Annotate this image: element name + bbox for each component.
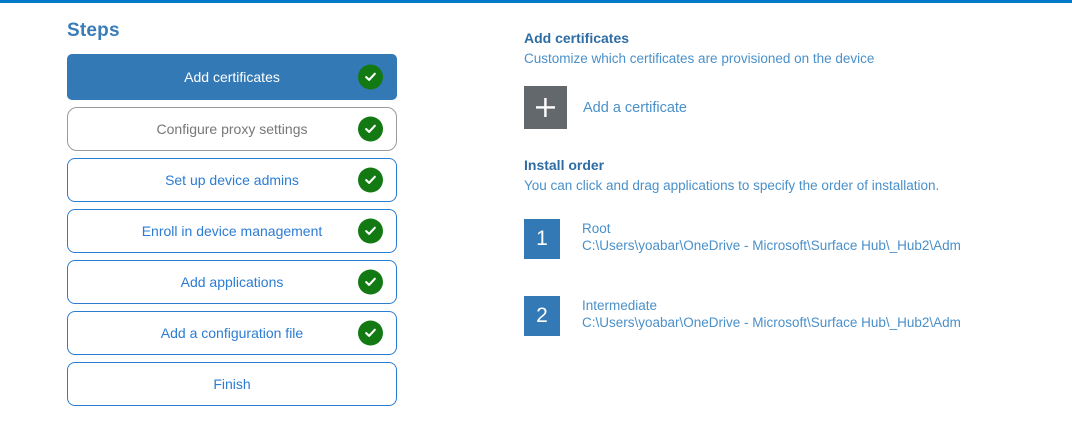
step-button-label: Add certificates [184, 69, 280, 85]
step-button-5[interactable]: Add a configuration file [67, 311, 397, 355]
step-button-label: Configure proxy settings [156, 121, 308, 137]
section-subtitle-install-order: You can click and drag applications to s… [524, 178, 940, 193]
step-button-label: Add a configuration file [160, 325, 304, 341]
detail-panel: Add certificates Customize which certifi… [524, 30, 1044, 373]
check-circle-icon [358, 269, 383, 295]
add-certificate-row[interactable]: Add a certificate [524, 86, 1044, 129]
install-order-number: 1 [524, 219, 560, 259]
check-circle-icon [358, 167, 383, 193]
install-order-path: C:\Users\yoabar\OneDrive - Microsoft\Sur… [582, 238, 961, 253]
add-certificates-section: Add certificates Customize which certifi… [524, 30, 1044, 129]
section-title-install-order: Install order [524, 157, 605, 173]
install-order-path: C:\Users\yoabar\OneDrive - Microsoft\Sur… [582, 315, 961, 330]
top-accent-rule [0, 0, 1072, 3]
step-button-1[interactable]: Configure proxy settings [67, 107, 397, 151]
step-button-label: Set up device admins [165, 172, 299, 188]
step-button-6[interactable]: Finish [67, 362, 397, 406]
install-order-name: Intermediate [582, 298, 658, 313]
check-circle-icon [358, 64, 383, 90]
steps-title: Steps [67, 20, 120, 41]
step-button-2[interactable]: Set up device admins [67, 158, 397, 202]
step-button-label: Enroll in device management [141, 223, 323, 239]
install-order-name: Root [582, 221, 611, 236]
section-subtitle-add-certificates: Customize which certificates are provisi… [524, 51, 875, 66]
plus-icon[interactable] [524, 86, 567, 129]
check-circle-icon [358, 218, 383, 244]
step-button-4[interactable]: Add applications [67, 260, 397, 304]
check-circle-icon [358, 320, 383, 346]
install-order-number: 2 [524, 296, 560, 336]
install-order-section: Install order You can click and drag app… [524, 157, 1044, 336]
step-button-label: Finish [213, 376, 251, 392]
step-button-label: Add applications [180, 274, 284, 290]
check-circle-icon [358, 116, 383, 142]
section-title-add-certificates: Add certificates [524, 30, 630, 46]
step-button-0[interactable]: Add certificates [67, 54, 397, 100]
add-certificate-label[interactable]: Add a certificate [583, 99, 687, 116]
step-button-3[interactable]: Enroll in device management [67, 209, 397, 253]
